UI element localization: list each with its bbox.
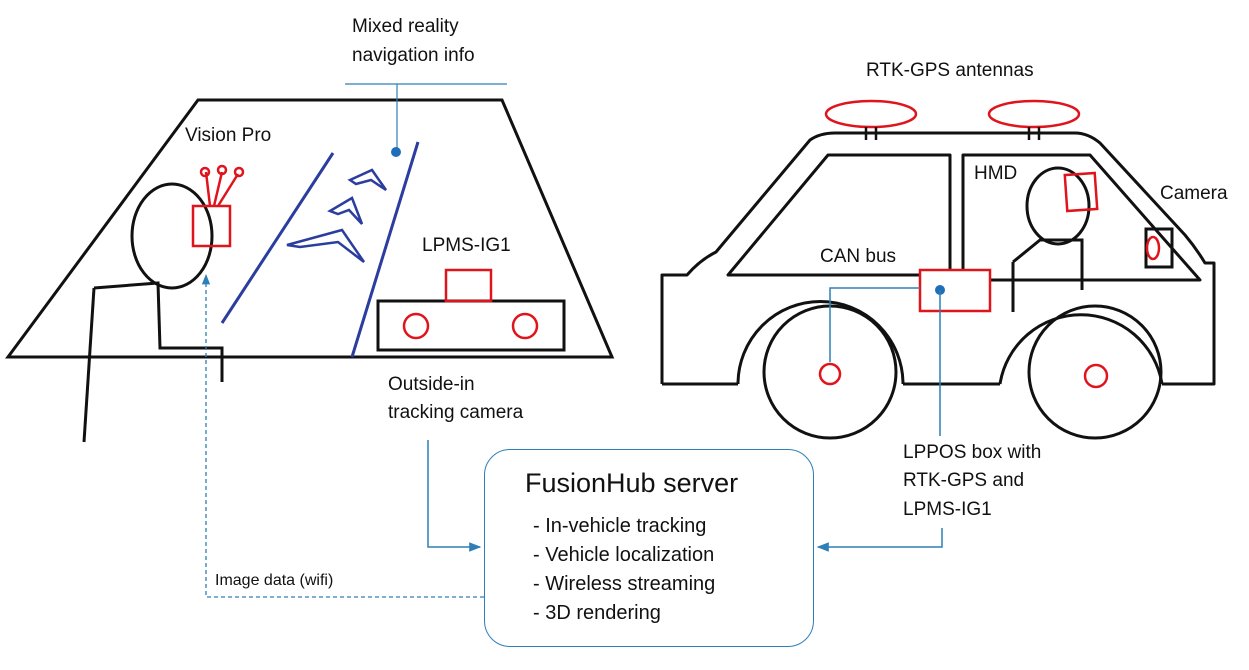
lpms-ig1-label: LPMS-IG1 <box>422 235 511 256</box>
antenna-left <box>824 99 918 129</box>
mixed-reality-label-1: Mixed reality <box>352 16 459 37</box>
car-driver-head <box>1025 166 1091 246</box>
hud-chevron-icon <box>286 228 366 263</box>
outside-in-label-1: Outside-in <box>388 374 475 395</box>
windshield-outline <box>5 98 615 359</box>
hud-chevron-icon <box>347 168 388 192</box>
lpms-ig1-box <box>444 268 493 303</box>
fusionhub-server-box: FusionHub server - In-vehicle tracking -… <box>484 449 814 647</box>
camera-to-server-arrow <box>427 440 482 552</box>
driver-body <box>93 281 224 382</box>
camera-label: Camera <box>1160 183 1228 204</box>
server-title: FusionHub server <box>525 468 739 498</box>
outside-in-camera <box>376 268 566 352</box>
rtk-gps-antennas-label: RTK-GPS antennas <box>866 60 1034 81</box>
driver-head <box>130 182 214 290</box>
hud-chevron-arrows <box>286 168 388 263</box>
camera-lens-left <box>402 312 430 340</box>
rear-wheel <box>1027 304 1163 440</box>
image-data-arrow <box>201 273 484 598</box>
hud-guide-lines <box>220 141 420 358</box>
vision-pro-box <box>191 204 232 248</box>
server-feature-item: - Vehicle localization <box>533 544 715 566</box>
camera-lens-right <box>511 312 539 340</box>
lppos-label-2: RTK-GPS and <box>903 470 1025 491</box>
server-feature-list: - In-vehicle tracking - Vehicle localiza… <box>533 512 715 628</box>
can-bus-label: CAN bus <box>820 246 897 267</box>
lppos-label-3: LPMS-IG1 <box>903 499 992 520</box>
car-body <box>660 131 1216 386</box>
mixed-reality-dot <box>391 147 401 157</box>
antenna-right <box>987 99 1081 129</box>
lppos-to-server-arrow <box>816 528 943 552</box>
outside-in-label-2: tracking camera <box>388 402 524 423</box>
can-bus-line <box>829 287 920 362</box>
hud-chevron-icon <box>327 196 364 225</box>
rtk-gps-antennas <box>824 99 1081 140</box>
server-feature-item: - Wireless streaming <box>533 573 716 595</box>
server-feature-item: - 3D rendering <box>533 602 661 624</box>
vision-pro-label: Vision Pro <box>185 125 272 146</box>
server-feature-item: - In-vehicle tracking <box>533 515 707 537</box>
hmd-device <box>1063 171 1099 213</box>
car-camera-lens <box>1145 235 1161 261</box>
hmd-label: HMD <box>974 163 1018 184</box>
image-data-label: Image data (wifi) <box>215 572 334 589</box>
vision-pro-device <box>191 164 245 248</box>
lppos-box <box>918 268 992 313</box>
windshield-scene <box>5 98 615 359</box>
driver-figure <box>82 182 224 443</box>
lppos-label-1: LPPOS box with <box>903 442 1042 463</box>
wheel-hubs <box>818 362 1109 389</box>
mixed-reality-label-2: navigation info <box>352 45 475 66</box>
car-wheels <box>762 304 1163 440</box>
car-driver <box>1011 166 1091 312</box>
